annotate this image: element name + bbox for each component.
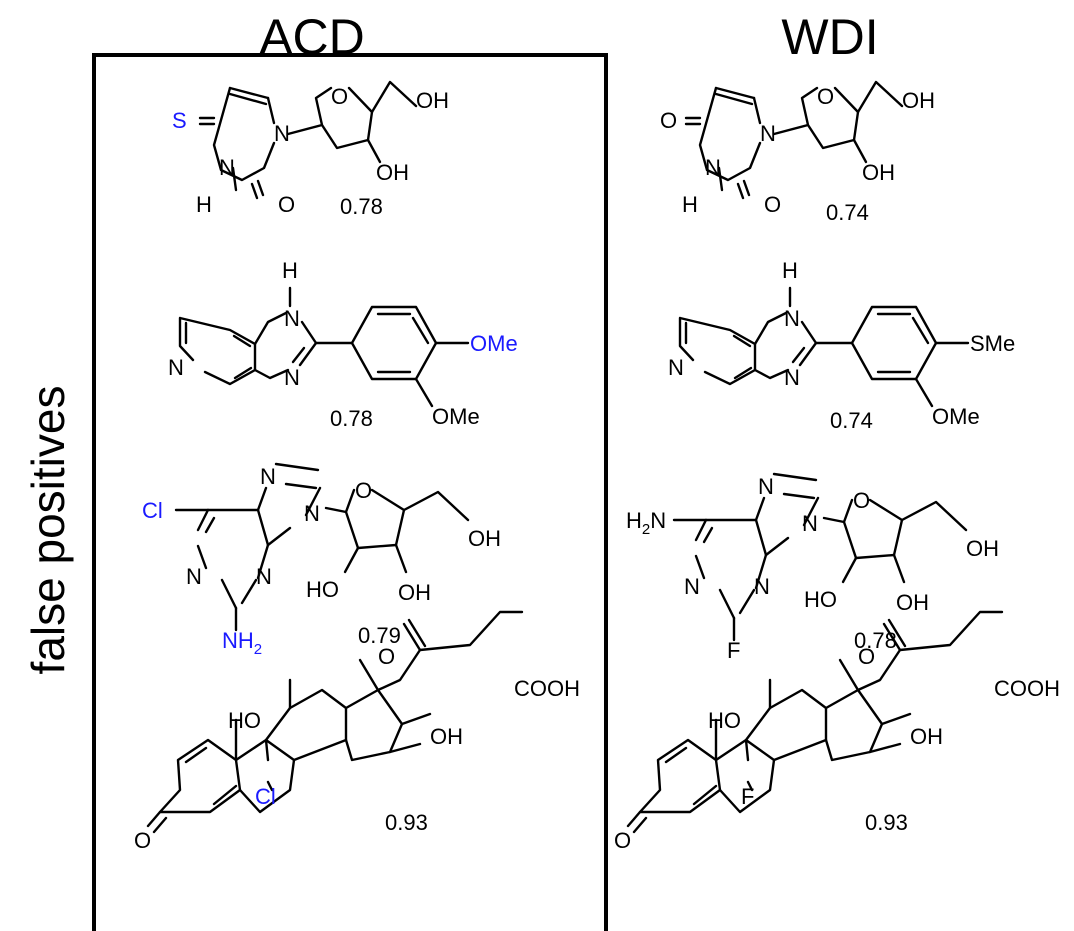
atom-sub6: H2N: [626, 508, 666, 538]
atom-x9: F: [741, 784, 754, 809]
atom-npy: N: [168, 355, 184, 380]
atom-oh2: HO: [804, 587, 837, 612]
atom-h: H: [782, 258, 798, 283]
atom-thio: S: [172, 108, 187, 133]
atom-o2: O: [764, 192, 781, 217]
atom-n1: N: [186, 564, 202, 589]
atom-oh17: OH: [430, 724, 463, 749]
atom-acid: COOH: [994, 676, 1060, 701]
atom-oh5: OH: [468, 526, 501, 551]
atom-n3: N: [219, 155, 235, 180]
header-wdi: WDI: [781, 9, 878, 65]
atom-h3: H: [196, 192, 212, 217]
atom-sub3: OMe: [932, 404, 980, 429]
acd-column: S N N H O O OH OH 0.78 N H N N OMe OMe 0…: [134, 80, 580, 853]
atom-oxo: O: [660, 108, 677, 133]
atom-n3: N: [284, 365, 300, 390]
score-acd-row3: 0.79: [358, 623, 401, 648]
skeleton-wdi-row2: [678, 286, 970, 408]
atom-oh11: HO: [708, 708, 741, 733]
side-label: false positives: [22, 386, 74, 675]
atom-oh2: HO: [306, 577, 339, 602]
atom-oh5: OH: [966, 536, 999, 561]
atom-n1: N: [684, 574, 700, 599]
atom-n9: N: [304, 501, 320, 526]
atom-h3: H: [682, 192, 698, 217]
atom-keto: O: [378, 644, 395, 669]
atom-oh-a: OH: [416, 88, 449, 113]
atom-n7: N: [758, 474, 774, 499]
skeleton-wdi-row3: [672, 472, 968, 642]
atom-o2: O: [278, 192, 295, 217]
atom-sub2: NH2: [222, 628, 262, 658]
atom-oh-b: OH: [862, 160, 895, 185]
score-acd-row2: 0.78: [330, 406, 373, 431]
atom-ring-o: O: [817, 84, 834, 109]
atom-sub2: F: [727, 638, 740, 663]
atom-o3: O: [134, 828, 151, 853]
atom-npy: N: [668, 355, 684, 380]
score-acd-row1: 0.78: [340, 194, 383, 219]
structure-acd-row2: N H N N OMe OMe 0.78: [168, 258, 518, 431]
atom-n3: N: [784, 365, 800, 390]
atom-acid: COOH: [514, 676, 580, 701]
atom-n3: N: [256, 564, 272, 589]
atom-n7: N: [260, 464, 276, 489]
atom-o3: O: [614, 828, 631, 853]
wdi-column: O N N H O O OH OH 0.74 N H N N SMe OMe 0…: [614, 80, 1060, 853]
structure-wdi-row1: O N N H O O OH OH 0.74: [660, 80, 935, 225]
atom-oh3: OH: [896, 590, 929, 615]
atom-n3: N: [705, 155, 721, 180]
atom-nh: N: [284, 306, 300, 331]
skeleton-acd-row3: [174, 462, 470, 632]
atom-oh-b: OH: [376, 160, 409, 185]
skeleton-wdi-row4: [626, 610, 1004, 834]
atom-sub6: Cl: [142, 498, 163, 523]
structure-wdi-row3: H2N N N N N F O OH HO OH 0.78: [626, 472, 999, 663]
atom-ring-o: O: [355, 478, 372, 503]
skeleton-acd-row2: [178, 286, 470, 408]
atom-sub3: OMe: [432, 404, 480, 429]
atom-n3: N: [754, 574, 770, 599]
structure-acd-row3: Cl N N N N NH2 O OH HO OH 0.79: [142, 462, 501, 658]
score-wdi-row2: 0.74: [830, 408, 873, 433]
atom-ring-o: O: [853, 488, 870, 513]
atom-h: H: [282, 258, 298, 283]
atom-oh3: OH: [398, 580, 431, 605]
atom-keto: O: [858, 644, 875, 669]
atom-sub4: OMe: [470, 331, 518, 356]
structure-wdi-row4: O COOH HO OH F O 0.93: [614, 610, 1060, 853]
score-wdi-row4: 0.93: [865, 810, 908, 835]
skeleton-acd-row4: [146, 610, 524, 834]
atom-n1: N: [760, 121, 776, 146]
acd-box: [92, 53, 608, 931]
structure-wdi-row2: N H N N SMe OMe 0.74: [668, 258, 1015, 433]
structure-acd-row4: O COOH HO OH Cl O 0.93: [134, 610, 580, 853]
atom-nh: N: [784, 306, 800, 331]
structure-acd-row1: S N N H O O OH OH 0.78: [172, 80, 449, 219]
score-acd-row4: 0.93: [385, 810, 428, 835]
atom-n1: N: [274, 121, 290, 146]
atom-x9: Cl: [255, 784, 276, 809]
atom-n9: N: [802, 511, 818, 536]
atom-oh-a: OH: [902, 88, 935, 113]
atom-oh11: HO: [228, 708, 261, 733]
atom-oh17: OH: [910, 724, 943, 749]
atom-sub4: SMe: [970, 331, 1015, 356]
score-wdi-row1: 0.74: [826, 200, 869, 225]
atom-ring-o: O: [331, 84, 348, 109]
